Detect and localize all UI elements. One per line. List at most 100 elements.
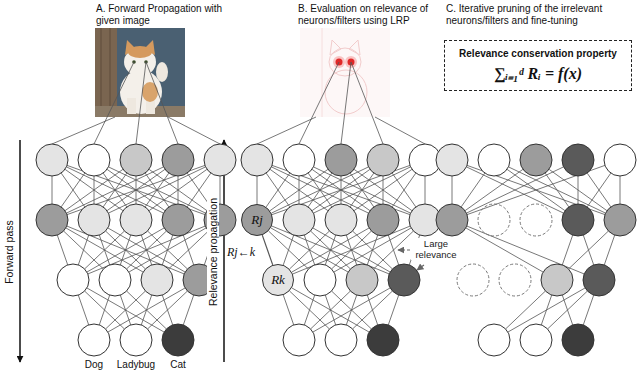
network-connection	[388, 295, 398, 325]
neuron	[325, 144, 357, 176]
network-connection	[587, 173, 611, 207]
neuron	[325, 204, 357, 236]
network-connection	[78, 235, 88, 265]
neuron	[436, 204, 468, 236]
input-line	[136, 62, 146, 144]
neuron	[36, 144, 68, 176]
network-connection	[425, 176, 426, 204]
heatmap-outline	[325, 70, 367, 114]
network-connection	[271, 167, 368, 213]
neuron	[120, 144, 152, 176]
relevance-connection	[262, 235, 272, 265]
network-connection	[183, 295, 193, 325]
network-connection	[545, 173, 569, 207]
network-connection	[85, 291, 125, 329]
network-connection	[392, 173, 416, 207]
heatmap-outline	[330, 40, 341, 55]
wood-grain	[101, 28, 102, 117]
network-connection	[466, 167, 563, 213]
input-line	[341, 62, 351, 144]
cat-leg	[127, 98, 136, 114]
property-box: Relevance conservation property∑ᵢ₌₁ᵈ Rᵢ …	[444, 40, 632, 91]
network-connection	[313, 167, 410, 213]
network-connection	[452, 176, 453, 204]
neuron	[562, 144, 594, 176]
neuron	[141, 264, 173, 296]
neuron-label: Rj	[251, 213, 263, 227]
neuron-node: Rj	[241, 204, 273, 236]
input-line	[257, 117, 316, 144]
neuron	[204, 144, 236, 176]
neuron	[241, 144, 273, 176]
network-connections	[52, 62, 620, 332]
network-connection	[548, 291, 588, 329]
neuron	[120, 324, 152, 356]
neuron	[78, 204, 110, 236]
input-line	[351, 62, 383, 144]
network-connection	[283, 295, 293, 325]
network-connection	[257, 176, 258, 204]
network-connection	[220, 176, 221, 204]
class-label: Cat	[148, 359, 208, 371]
heatmap-outline	[322, 28, 323, 117]
neuron-node: Rk	[262, 264, 294, 296]
neuron	[304, 264, 336, 296]
network-connection	[283, 235, 293, 265]
cat-patch	[142, 82, 158, 102]
input-line	[94, 62, 134, 144]
neuron	[99, 264, 131, 296]
input-line	[299, 62, 339, 144]
network-connection	[392, 173, 416, 207]
cat-ear	[144, 40, 155, 55]
neuron	[478, 324, 510, 356]
neuron	[520, 324, 552, 356]
cat-body	[120, 70, 162, 114]
leader-arrow	[417, 265, 424, 270]
neuron	[388, 264, 420, 296]
neuron	[162, 324, 194, 356]
panel-title: C. Iterative pruning of the irrelevant n…	[446, 3, 638, 27]
neuron	[604, 204, 636, 236]
network-connection	[66, 167, 163, 213]
network-connection	[266, 173, 290, 207]
network-connection	[506, 291, 546, 329]
neuron	[541, 264, 573, 296]
pruned-neuron	[478, 204, 510, 236]
network-connection	[290, 231, 330, 269]
neuron	[562, 324, 594, 356]
network-connection	[569, 231, 609, 269]
neuron	[583, 264, 615, 296]
neuron	[562, 204, 594, 236]
neuron	[436, 144, 468, 176]
network-connection	[578, 176, 579, 204]
formula: ∑ᵢ₌₁ᵈ Rᵢ = f(x)	[451, 64, 625, 84]
neuron-label: Rk	[271, 273, 285, 287]
network-connection	[52, 176, 53, 204]
network-connection	[583, 295, 593, 325]
edge-label: Rj←k	[226, 246, 256, 259]
network-connection	[266, 173, 290, 207]
neuron	[120, 204, 152, 236]
neuron	[162, 144, 194, 176]
pruned-neuron	[499, 264, 531, 296]
network-connection	[108, 167, 205, 213]
network-connection	[461, 173, 485, 207]
relevance-heatmap	[300, 28, 390, 117]
heatmap-outline	[349, 40, 360, 55]
neuron	[283, 204, 315, 236]
network-connection	[587, 173, 611, 207]
neuron	[78, 324, 110, 356]
network-connection	[57, 235, 67, 265]
neuron	[367, 204, 399, 236]
network-connection	[290, 291, 330, 329]
network-connection	[78, 295, 88, 325]
cat-paw	[156, 62, 168, 82]
network-connection	[304, 295, 314, 325]
input-line	[168, 117, 220, 144]
neuron	[162, 204, 194, 236]
callout-label: Large relevance	[411, 238, 461, 260]
neuron	[283, 324, 315, 356]
network-connection	[508, 167, 605, 213]
heatmap-ground	[300, 28, 390, 117]
